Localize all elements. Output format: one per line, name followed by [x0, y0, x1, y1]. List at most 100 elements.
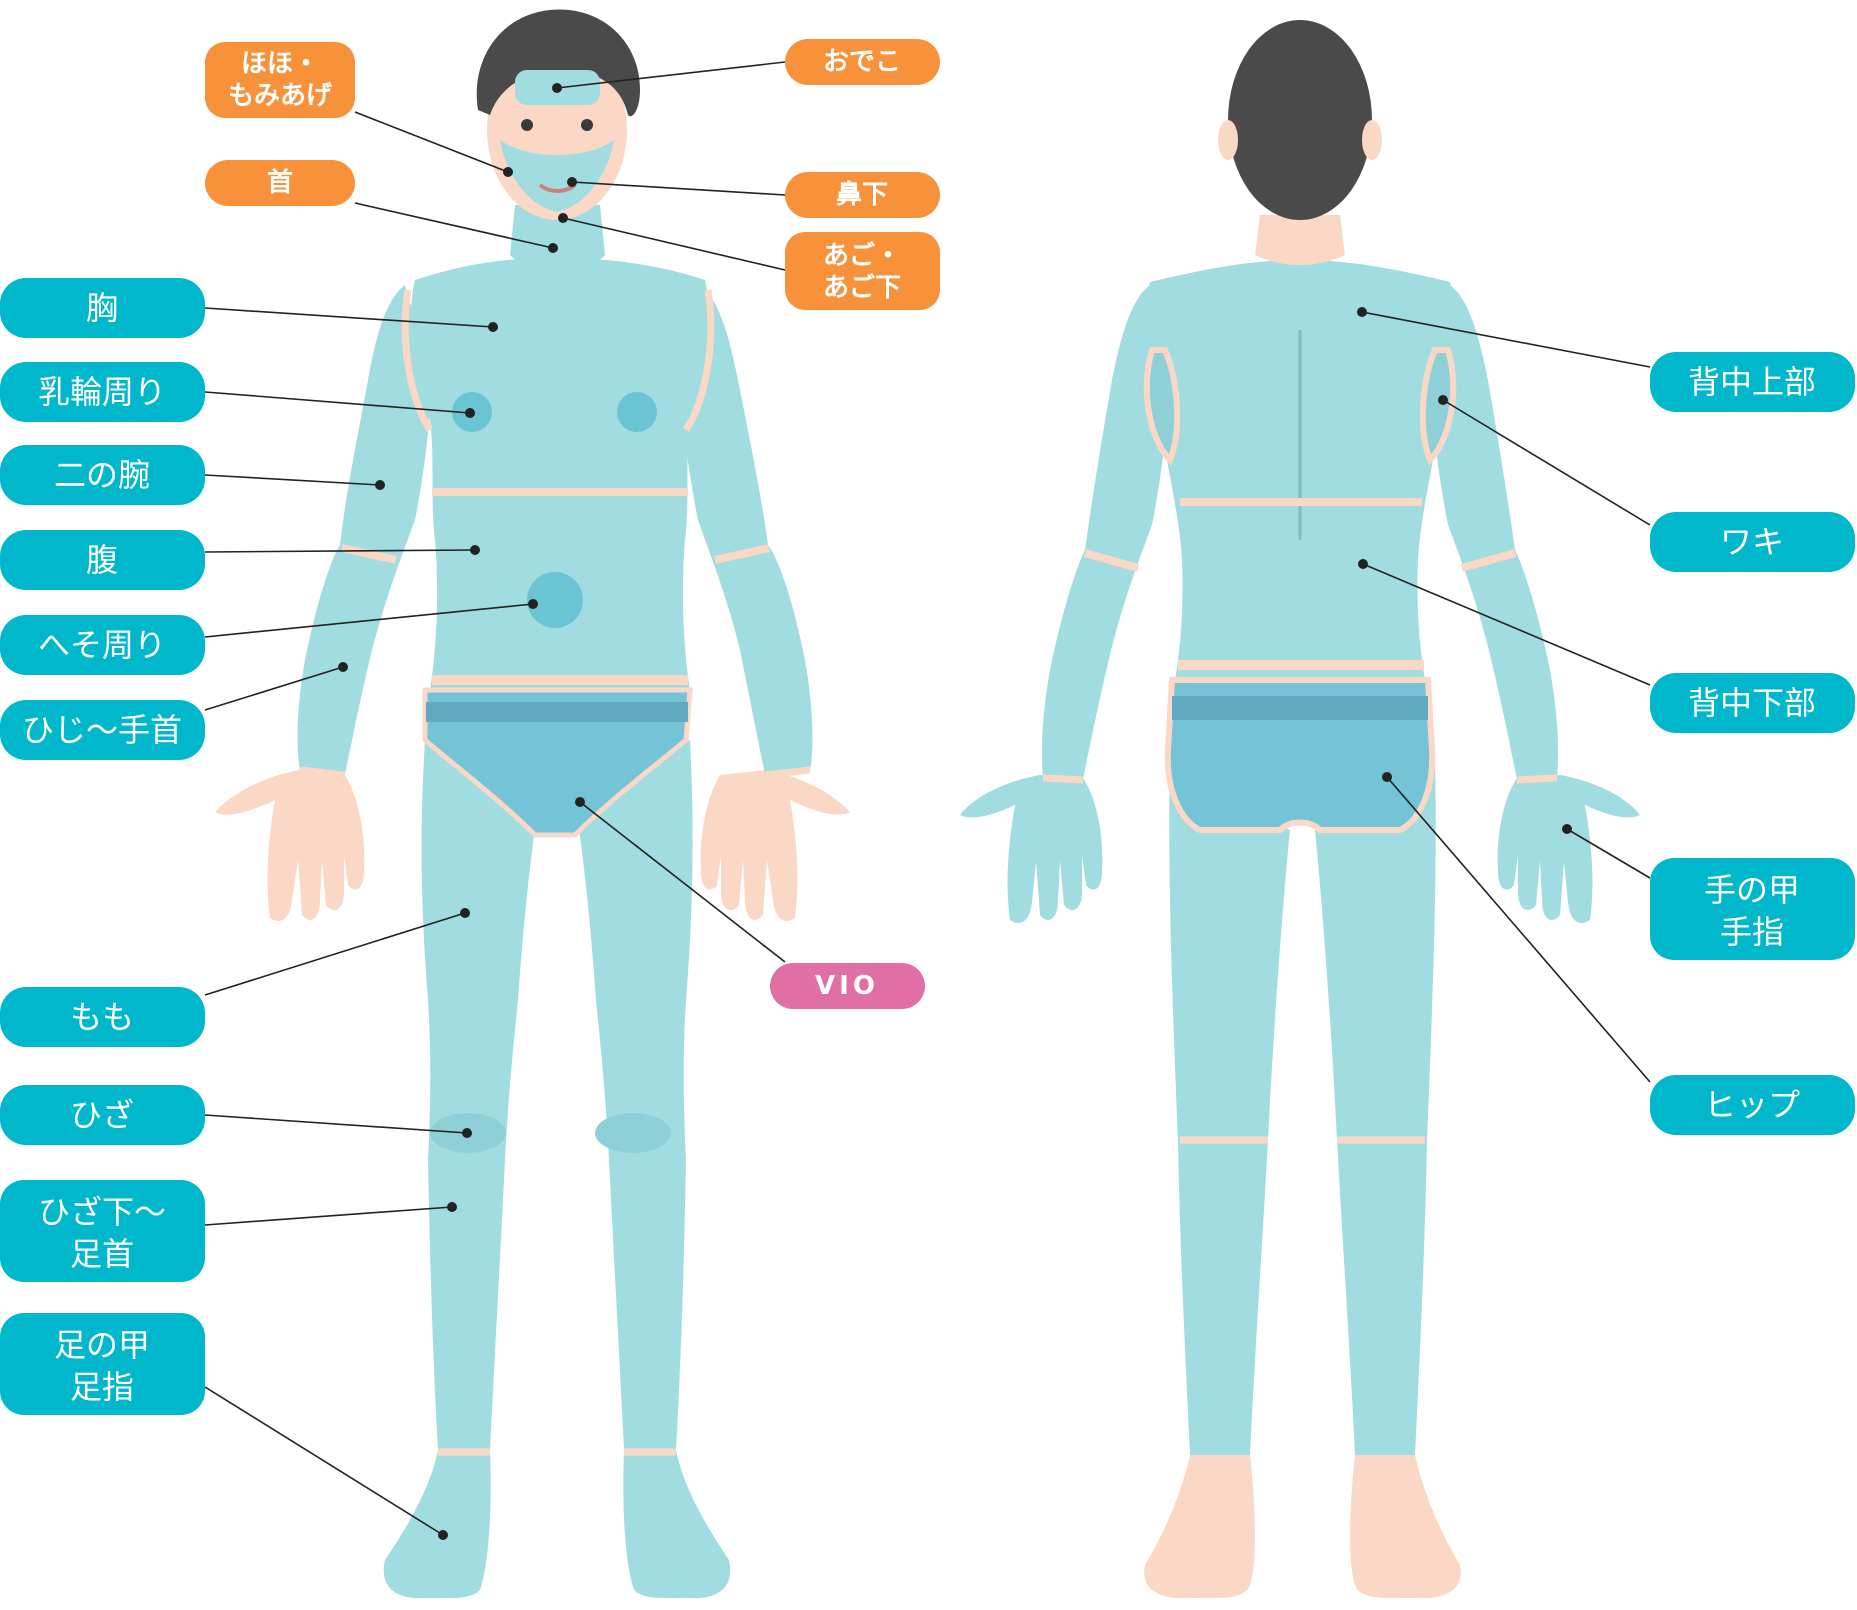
leader-hip: [1386, 776, 1651, 1083]
svg-text:あご下: あご下: [823, 272, 901, 303]
back-left-ear: [1362, 120, 1382, 160]
back-right-ear: [1218, 120, 1238, 160]
dot-chest: [488, 322, 498, 332]
back-left-hand: [1497, 775, 1640, 923]
label-under-nose[interactable]: 鼻下: [785, 172, 940, 218]
dot-shin: [447, 1202, 457, 1212]
svg-text:ワキ: ワキ: [1720, 523, 1784, 561]
dot-cheek: [503, 167, 513, 177]
leader-lower-back: [1362, 563, 1651, 686]
front-left-eye: [581, 119, 593, 131]
front-brief: [422, 687, 693, 838]
back-right-foot: [1144, 1455, 1255, 1599]
label-upper-back[interactable]: 背中上部: [1650, 352, 1855, 412]
label-navel[interactable]: へそ周り: [0, 615, 205, 675]
leader-hand: [1566, 828, 1651, 879]
leader-upper-back: [1361, 311, 1651, 368]
dot-belly: [470, 545, 480, 555]
dot-upper-arm: [375, 480, 385, 490]
back-right-wrist-line: [1042, 774, 1084, 784]
label-belly[interactable]: 腹: [0, 530, 205, 590]
svg-text:へそ周り: へそ周り: [38, 626, 166, 664]
svg-text:腹: 腹: [86, 541, 118, 579]
label-hand[interactable]: 手の甲 手指: [1650, 858, 1855, 960]
svg-text:二の腕: 二の腕: [54, 456, 150, 494]
label-shin[interactable]: ひざ下～ 足首: [0, 1180, 205, 1282]
back-left-wrist-line: [1516, 774, 1558, 784]
front-figure: [215, 9, 850, 1599]
label-neck[interactable]: 首: [205, 160, 355, 206]
back-left-leg: [1315, 760, 1436, 1455]
front-right-elbow-line: [341, 544, 397, 564]
svg-text:VIO: VIO: [815, 971, 879, 1001]
svg-text:手の甲: 手の甲: [1704, 871, 1800, 909]
svg-text:ひざ: ひざ: [70, 1096, 134, 1134]
front-left-armpit-line: [683, 289, 715, 432]
front-left-foot: [623, 1450, 731, 1599]
label-lower-back[interactable]: 背中下部: [1650, 673, 1855, 733]
label-vio[interactable]: VIO: [770, 963, 925, 1009]
front-right-hand: [215, 770, 365, 921]
front-left-knee: [595, 1113, 671, 1153]
dot-upper-back: [1357, 307, 1367, 317]
svg-text:鼻下: 鼻下: [836, 180, 888, 210]
dot-forehead: [552, 83, 562, 93]
leader-knee: [204, 1114, 468, 1134]
leader-neck: [354, 202, 554, 249]
back-right-elbow-line: [1083, 549, 1140, 572]
dot-hip: [1382, 772, 1392, 782]
label-upper-arm[interactable]: 二の腕: [0, 445, 205, 505]
back-right-arm: [1041, 285, 1170, 780]
front-left-wrist-line: [764, 766, 811, 779]
label-areola[interactable]: 乳輪周り: [0, 362, 205, 422]
leader-under-nose: [571, 181, 786, 196]
front-right-eye: [521, 119, 533, 131]
back-left-elbow-line: [1460, 549, 1517, 572]
label-hip[interactable]: ヒップ: [1650, 1075, 1855, 1135]
dot-vio: [575, 797, 585, 807]
front-left-leg: [574, 740, 693, 1450]
dot-lower-back: [1358, 559, 1368, 569]
leader-cheek: [354, 111, 509, 173]
dot-areola: [465, 408, 475, 418]
label-chin[interactable]: あご・ あご下: [785, 232, 940, 310]
dot-knee: [462, 1128, 472, 1138]
svg-text:足の甲: 足の甲: [54, 1326, 150, 1364]
leader-belly: [204, 549, 476, 553]
label-cheek[interactable]: ほほ・ もみあげ: [205, 42, 355, 118]
label-knee[interactable]: ひざ: [0, 1085, 205, 1145]
back-right-armpit: [1143, 347, 1181, 466]
svg-text:もも: もも: [70, 998, 134, 1036]
svg-text:ひざ下～: ひざ下～: [38, 1193, 166, 1231]
svg-text:乳輪周り: 乳輪周り: [38, 373, 166, 411]
label-armpit[interactable]: ワキ: [1650, 512, 1855, 572]
dot-forearm: [338, 662, 348, 672]
label-chest[interactable]: 胸: [0, 278, 205, 338]
leader-forehead: [556, 61, 786, 89]
label-forehead[interactable]: おでこ: [785, 39, 940, 85]
front-left-arm: [680, 285, 813, 775]
leader-navel: [204, 603, 534, 638]
leader-thigh: [204, 912, 466, 996]
dot-navel: [528, 599, 538, 609]
back-right-hand: [960, 775, 1103, 923]
svg-text:あご・: あご・: [823, 240, 901, 271]
svg-text:足首: 足首: [70, 1235, 134, 1273]
dot-chin: [558, 213, 568, 223]
label-foot[interactable]: 足の甲 足指: [0, 1313, 205, 1415]
svg-text:足指: 足指: [70, 1368, 134, 1406]
leader-chin: [562, 217, 786, 271]
front-left-nipple: [617, 392, 657, 432]
dot-under-nose: [567, 177, 577, 187]
dot-foot: [438, 1530, 448, 1540]
front-right-leg: [421, 740, 540, 1450]
dot-neck: [548, 243, 558, 253]
svg-text:ほほ・: ほほ・: [241, 49, 319, 79]
label-thigh[interactable]: もも: [0, 987, 205, 1047]
dot-armpit: [1438, 395, 1448, 405]
front-right-foot: [383, 1450, 491, 1599]
svg-text:ヒップ: ヒップ: [1704, 1086, 1800, 1124]
label-forearm[interactable]: ひじ～手首: [0, 700, 205, 760]
leader-lines: [204, 61, 1651, 1540]
